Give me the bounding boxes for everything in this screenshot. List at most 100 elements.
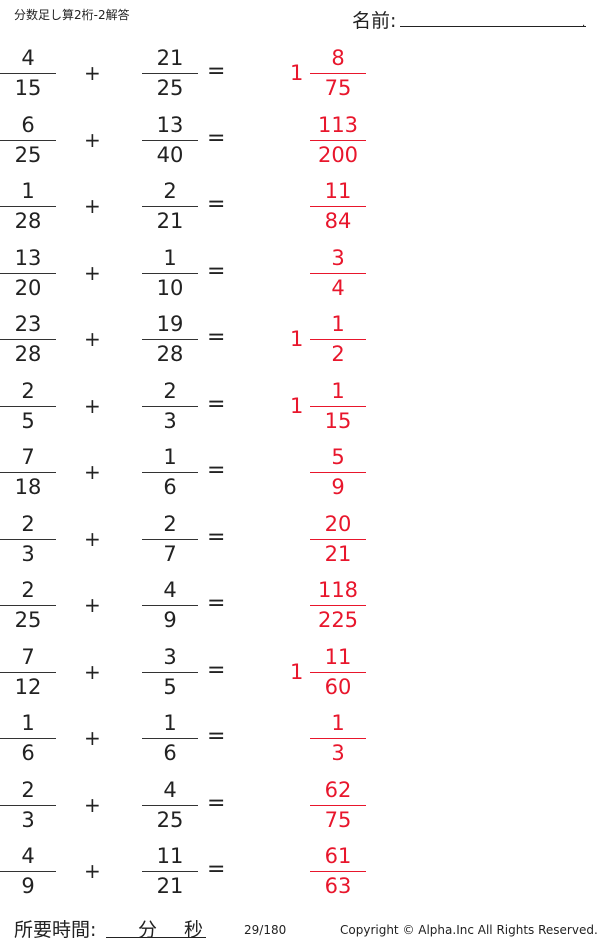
numerator: 118: [317, 578, 359, 602]
numerator: 2: [21, 777, 35, 802]
fraction-bar: [310, 738, 366, 739]
equals-sign: =: [207, 790, 226, 816]
denominator: 5: [21, 408, 35, 433]
numerator: 1: [163, 245, 177, 270]
equals-sign: =: [207, 59, 226, 84]
numerator: 62: [324, 777, 352, 802]
numerator: 11: [156, 844, 184, 868]
fraction-bar: [142, 339, 198, 340]
denominator: 25: [156, 76, 184, 100]
fraction-bar: [310, 671, 366, 673]
fraction-bar: [310, 605, 366, 606]
numerator: 3: [163, 644, 177, 669]
numerator: 1: [163, 711, 177, 735]
fraction-bar: [142, 472, 198, 473]
plus-sign: +: [84, 393, 101, 418]
fraction-bar: [0, 871, 56, 872]
plus-sign: +: [84, 859, 101, 883]
fraction-bar: [310, 339, 366, 340]
fraction-bar: [310, 73, 366, 74]
denominator: 9: [163, 608, 177, 632]
fraction-bar: [142, 538, 198, 540]
equals-sign: =: [207, 391, 226, 417]
denominator: 75: [324, 807, 352, 832]
copyright-text: Copyright © Alpha.Inc All Rights Reserve…: [340, 923, 598, 937]
fraction-bar: [0, 538, 56, 540]
fraction-bar: [142, 272, 198, 274]
denominator: 6: [163, 741, 177, 765]
numerator: 8: [331, 46, 345, 70]
equals-sign: =: [207, 192, 226, 217]
denominator: 21: [156, 209, 184, 233]
plus-sign: +: [84, 194, 101, 218]
denominator: 3: [331, 741, 345, 765]
time-label: 所要時間:: [14, 919, 97, 941]
name-line-dot: .: [582, 18, 586, 29]
equals-sign: =: [207, 125, 226, 151]
numerator: 61: [324, 844, 352, 868]
fraction-bar: [142, 671, 198, 673]
answer-whole: 1: [290, 327, 304, 351]
denominator: 28: [14, 209, 42, 233]
name-label: 名前:: [352, 10, 397, 32]
fraction-bar: [310, 405, 366, 407]
denominator: 28: [156, 342, 184, 366]
fraction-bar: [142, 73, 198, 74]
plus-sign: +: [84, 127, 101, 152]
fraction-bar: [0, 472, 56, 473]
numerator: 5: [331, 445, 345, 469]
numerator: 4: [163, 578, 177, 602]
numerator: 21: [156, 46, 184, 70]
numerator: 11: [324, 644, 352, 669]
numerator: 6: [21, 112, 35, 137]
numerator: 113: [317, 112, 359, 137]
equals-sign: =: [207, 657, 226, 683]
denominator: 225: [317, 608, 359, 632]
plus-sign: +: [84, 260, 101, 285]
worksheet-title: 分数足し算2桁-2解答: [14, 8, 130, 22]
numerator: 2: [21, 578, 35, 602]
answer-whole: 1: [290, 659, 304, 684]
answer-whole: 1: [290, 61, 304, 85]
numerator: 11: [324, 179, 352, 203]
fraction-bar: [0, 272, 56, 274]
denominator: 25: [156, 807, 184, 832]
denominator: 40: [156, 142, 184, 167]
fraction-bar: [0, 139, 56, 141]
denominator: 63: [324, 874, 352, 898]
fraction-bar: [142, 738, 198, 739]
answer-whole: 1: [290, 393, 304, 418]
fraction-bar: [310, 139, 366, 141]
numerator: 2: [21, 511, 35, 536]
numerator: 4: [163, 777, 177, 802]
denominator: 12: [14, 674, 42, 699]
denominator: 5: [163, 674, 177, 699]
fraction-bar: [142, 871, 198, 872]
